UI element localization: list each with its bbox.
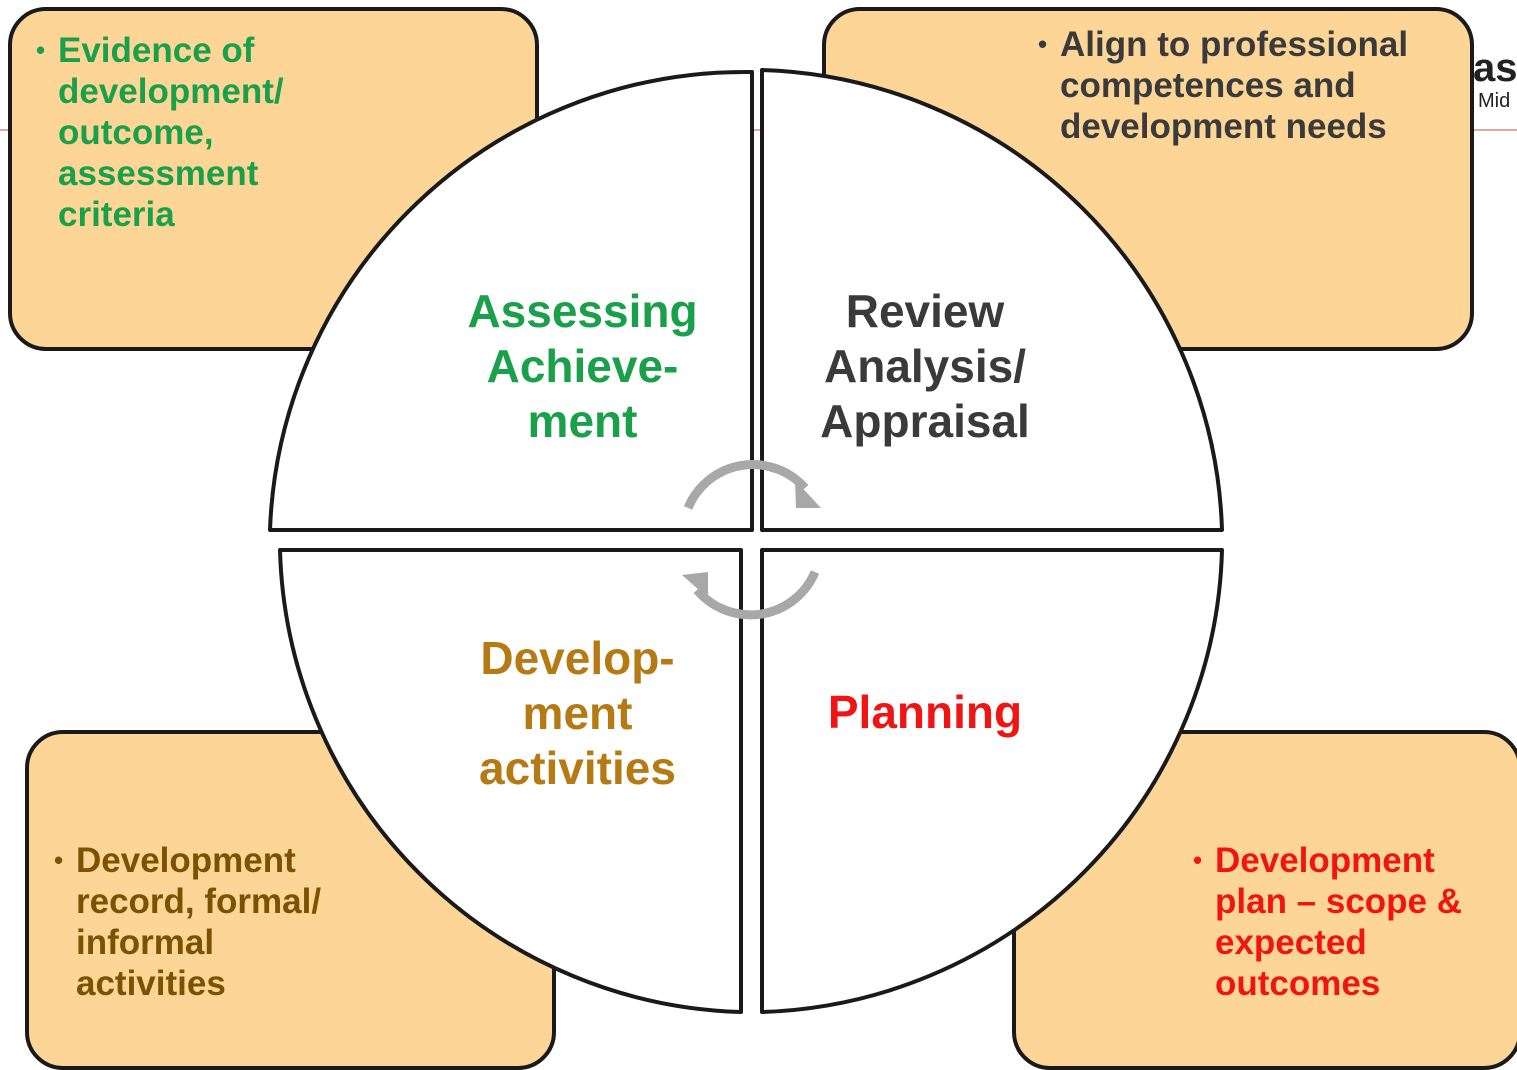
quadrant-label-planning: Planning <box>800 685 1050 740</box>
bullet-line: Development <box>1215 841 1435 880</box>
quadrant-label-assessing: Assessing Achieve- ment <box>440 284 725 449</box>
bullet-line: informal <box>76 923 215 962</box>
quadrant-planning-shape <box>760 548 1224 1014</box>
bullet-bottom-right: • Development plan – scope & expected ou… <box>1193 840 1463 1004</box>
label-line: Planning <box>827 686 1023 738</box>
bullet-bottom-left: • Development record, formal/ informal a… <box>54 840 322 1004</box>
quadrant-review-shape <box>760 68 1224 532</box>
bullet-dot-icon: • <box>1038 29 1048 59</box>
label-line: ment <box>527 395 638 447</box>
quadrant-label-review: Review Analysis/ Appraisal <box>790 284 1060 449</box>
label-line: ment <box>522 687 633 739</box>
cycle-arrow-top-icon <box>683 460 809 510</box>
bullet-line: criteria <box>58 195 175 234</box>
bullet-line: expected <box>1215 923 1367 962</box>
bullet-dot-icon: • <box>54 845 64 875</box>
bullet-line: Align to professional <box>1060 25 1409 64</box>
logo-text: ase <box>1473 46 1517 90</box>
bullet-top-right: • Align to professional competences and … <box>1038 24 1409 147</box>
label-line: Achieve- <box>486 340 679 392</box>
arrowhead-bottom-icon <box>682 572 708 598</box>
header-divider-line <box>0 129 1517 131</box>
quadrant-assessing-shape <box>268 69 754 532</box>
bullet-line: Evidence of <box>58 31 255 70</box>
bullet-line: development/ <box>58 72 284 111</box>
quadrant-label-development: Develop- ment activities <box>445 631 710 796</box>
label-line: Develop- <box>480 632 675 684</box>
label-line: Review <box>845 285 1005 337</box>
bullet-line: assessment <box>58 154 259 193</box>
bullet-line: outcomes <box>1215 964 1381 1003</box>
bullet-line: activities <box>76 964 226 1003</box>
bullet-dot-icon: • <box>36 35 46 65</box>
label-line: activities <box>479 742 676 794</box>
bullet-top-left: • Evidence of development/ outcome, asse… <box>36 30 284 235</box>
arrowhead-top-icon <box>795 480 821 508</box>
label-line: Analysis/ <box>824 340 1026 392</box>
bullet-line: outcome, <box>58 113 214 152</box>
label-line: Assessing <box>467 285 698 337</box>
label-line: Appraisal <box>820 395 1030 447</box>
bullet-line: competences and <box>1060 66 1356 105</box>
bullet-line: development needs <box>1060 107 1387 146</box>
logo-subtext: Mid <box>1478 90 1511 112</box>
bullet-dot-icon: • <box>1193 845 1203 875</box>
cycle-arrow-bottom-icon <box>693 570 820 620</box>
bullet-line: plan – scope & <box>1215 882 1463 921</box>
bullet-line: record, formal/ <box>76 882 322 921</box>
bullet-line: Development <box>76 841 296 880</box>
quadrant-development-shape <box>278 548 743 1014</box>
